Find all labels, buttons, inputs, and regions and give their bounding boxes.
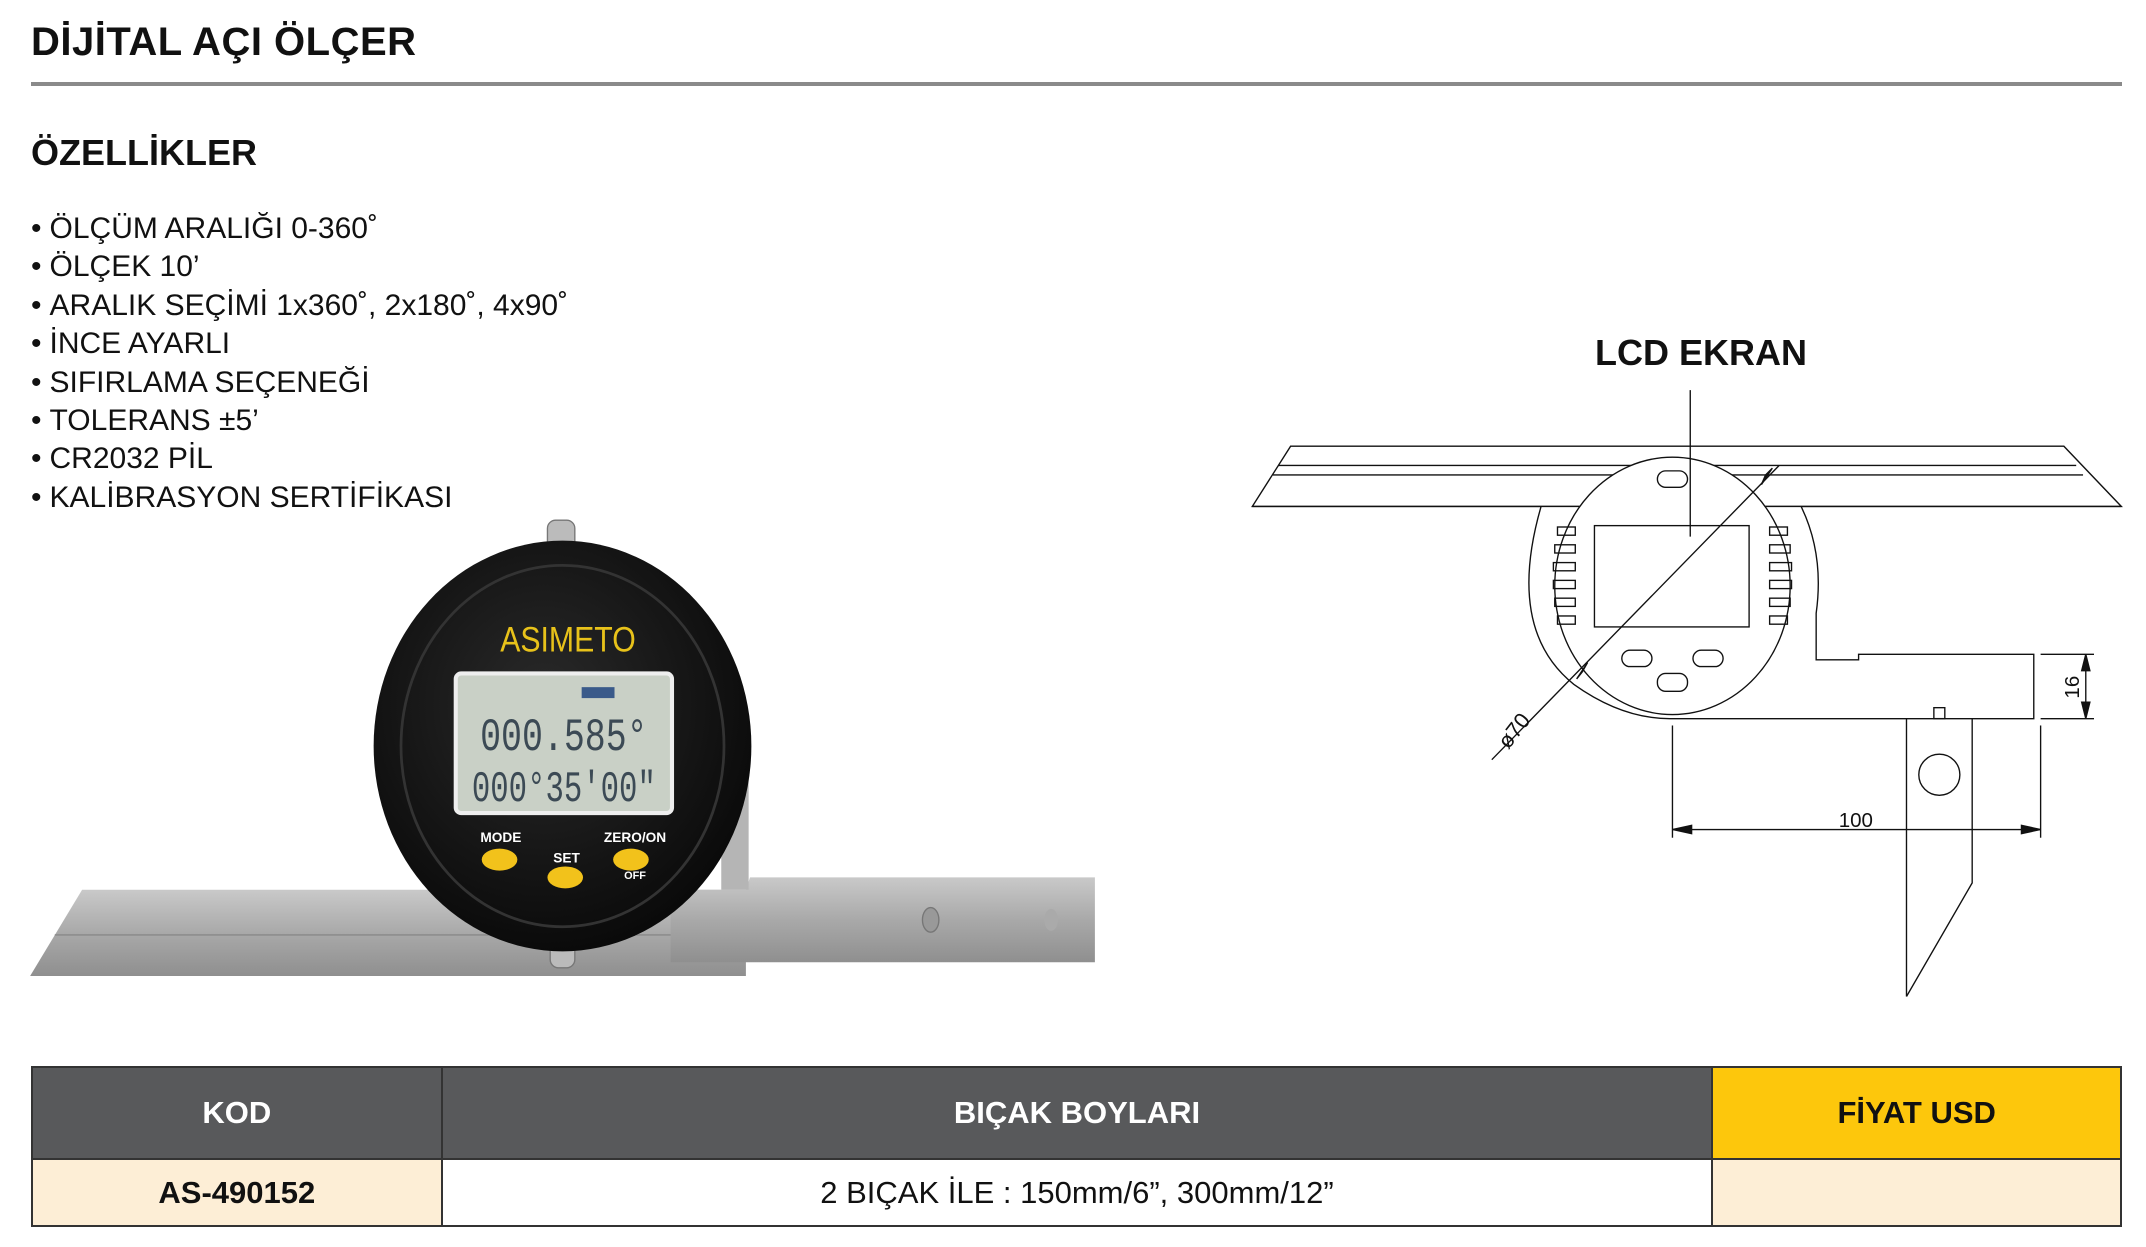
width-label: 100 (1839, 809, 1873, 832)
diameter-label: ø70 (1492, 708, 1535, 753)
feature-item: KALİBRASYON SERTİFİKASI (31, 479, 568, 517)
zero-on-button (613, 848, 649, 871)
brand-logo: ASIMETO (500, 619, 636, 659)
features-list: ÖLÇÜM ARALIĞI 0-360˚ ÖLÇEK 10’ ARALIK SE… (31, 210, 569, 517)
display-line-2: 000°35'00" (472, 766, 656, 815)
header-kod: KOD (31, 1066, 443, 1160)
technical-drawing: ø70 100 16 (1251, 390, 2123, 997)
set-label: SET (553, 850, 580, 865)
display-line-1: 000.585° (480, 713, 648, 765)
mode-label: MODE (480, 830, 521, 845)
feature-item: İNCE AYARLI (31, 325, 568, 363)
feature-item: TOLERANS ±5’ (31, 402, 568, 440)
feature-item: CR2032 PİL (31, 440, 568, 478)
mode-button (481, 848, 518, 871)
zero-on-label: ZERO/ON (604, 830, 666, 845)
off-label: OFF (624, 870, 646, 882)
price-table: KOD BIÇAK BOYLARI FİYAT USD AS-490152 2 … (31, 1066, 2122, 1227)
table-header-row: KOD BIÇAK BOYLARI FİYAT USD (31, 1066, 2122, 1160)
page-title: DİJİTAL AÇI ÖLÇER (31, 20, 417, 64)
table-row: AS-490152 2 BIÇAK İLE : 150mm/6”, 300mm/… (31, 1158, 2122, 1227)
drawing-right-slots (1768, 526, 1793, 625)
cell-price (1711, 1158, 2122, 1227)
drawing-dial (1554, 456, 1791, 716)
drawing-left-slots (1552, 526, 1576, 625)
height-label: 16 (2061, 676, 2084, 699)
cell-blade-lengths: 2 BIÇAK İLE : 150mm/6”, 300mm/12” (440, 1158, 1714, 1227)
features-heading: ÖZELLİKLER (31, 132, 257, 173)
right-blade (670, 877, 1095, 963)
header-price: FİYAT USD (1711, 1066, 2122, 1160)
diameter-line (1491, 464, 1780, 761)
cell-kod: AS-490152 (31, 1158, 443, 1227)
feature-item: ÖLÇEK 10’ (31, 248, 568, 286)
drawing-lcd (1593, 524, 1750, 628)
header-blade-lengths: BIÇAK BOYLARI (440, 1066, 1714, 1160)
feature-item: ÖLÇÜM ARALIĞI 0-360˚ (31, 210, 568, 248)
set-button (547, 866, 584, 889)
feature-item: ARALIK SEÇİMİ 1x360˚, 2x180˚, 4x90˚ (31, 287, 569, 325)
product-photo: ASIMETO 000.585° 000°35'00" MODE ZERO/ON… (30, 519, 1095, 976)
title-divider (31, 82, 2122, 86)
lcd-screen-label: LCD EKRAN (1595, 332, 1807, 373)
feature-item: SIFIRLAMA SEÇENEĞİ (31, 364, 568, 402)
lcd-display (453, 671, 675, 816)
